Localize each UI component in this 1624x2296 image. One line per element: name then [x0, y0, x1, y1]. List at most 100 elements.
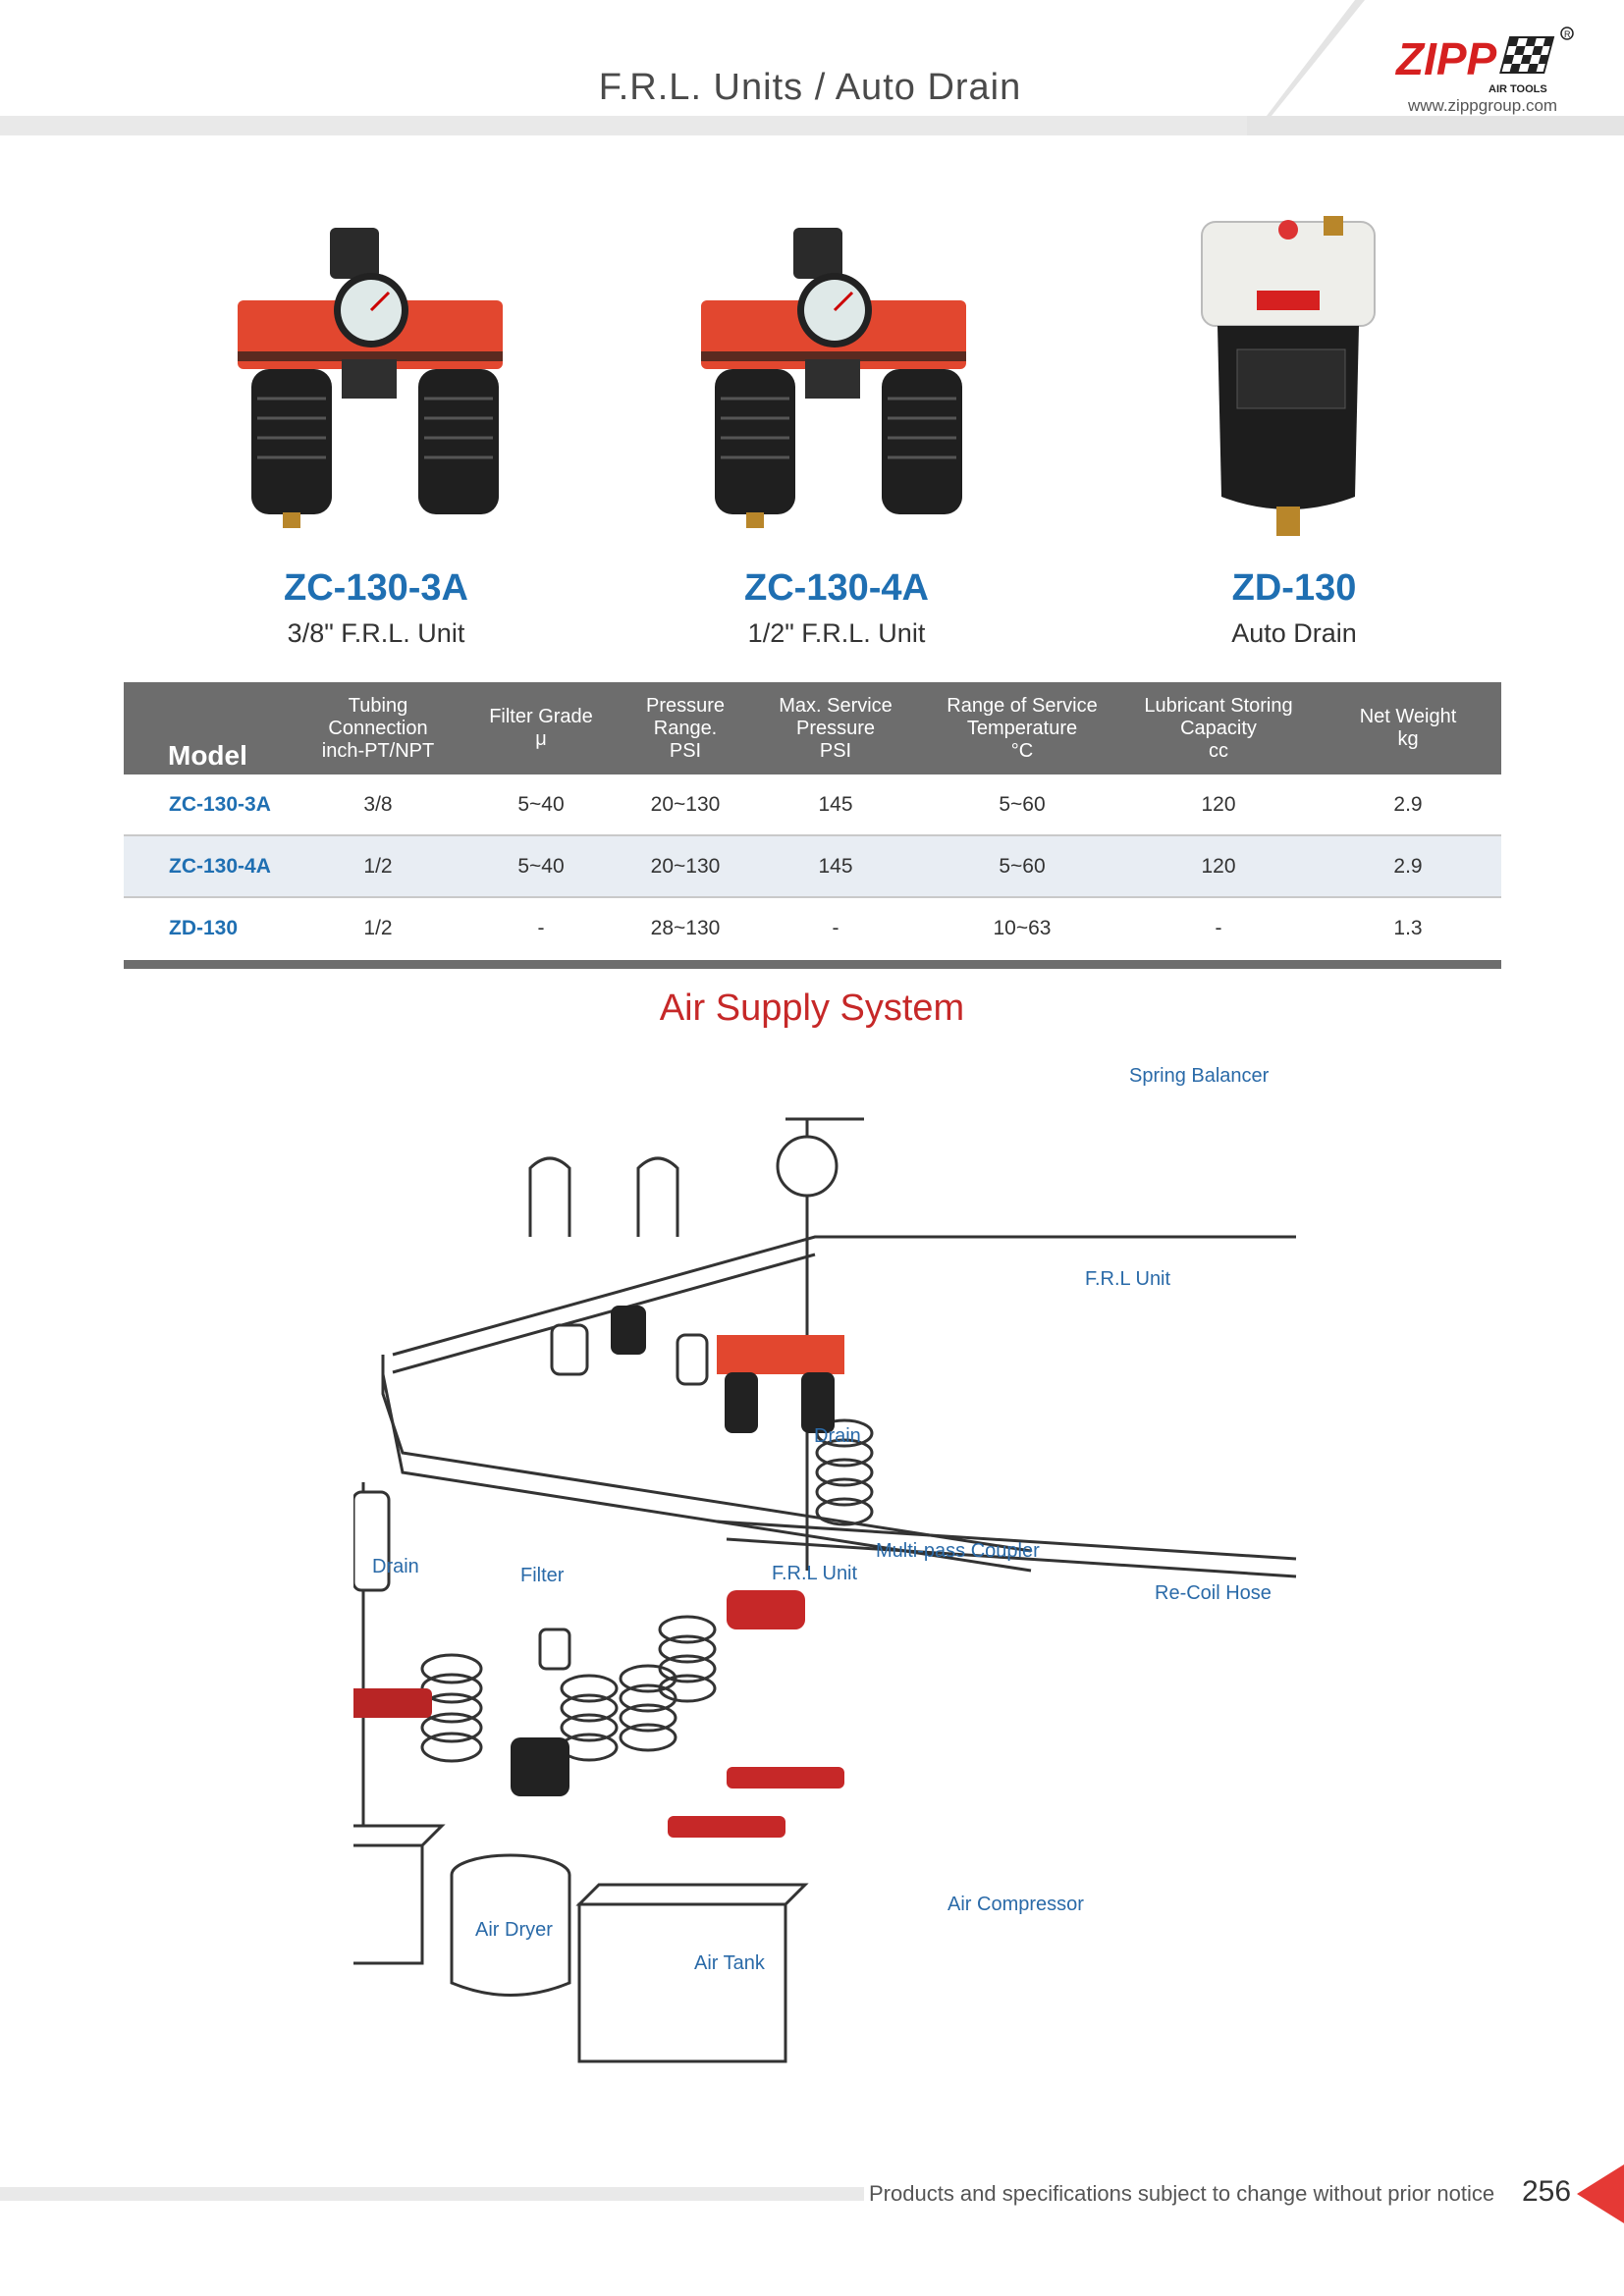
air-dryer-top: [353, 1824, 446, 1847]
diagram-components: [353, 1306, 844, 1671]
air-tools: [353, 1590, 844, 1838]
footer-band: [0, 2187, 864, 2201]
product-description: 3/8" F.R.L. Unit: [287, 618, 465, 648]
air-dryer: [353, 1843, 424, 1965]
col-header-line: Pressure: [645, 694, 726, 717]
col-header-line: Lubricant Storing: [1144, 694, 1293, 717]
cell-model: ZD-130: [169, 917, 239, 939]
cell: 20~130: [650, 855, 721, 878]
label-frl-unit-top: F.R.L Unit: [1085, 1268, 1171, 1290]
product-model: ZC-130-3A: [284, 567, 468, 609]
label-filter: Filter: [520, 1565, 565, 1586]
air-compressor-top: [575, 1883, 809, 1906]
col-header-line: Capacity: [1180, 717, 1257, 739]
label-recoil-hose: Re-Coil Hose: [1155, 1582, 1272, 1604]
table-row: ZD-130 1/2 - 28~130 - 10~63 - 1.3: [124, 898, 1501, 960]
col-header-line: Pressure: [795, 717, 876, 739]
cell: 20~130: [650, 793, 721, 816]
spring-balancer-shape: [776, 1135, 839, 1198]
label-air-tank: Air Tank: [694, 1952, 765, 1974]
website-url: www.zippgroup.com: [1407, 96, 1558, 115]
cell-model: ZC-130-3A: [169, 793, 271, 816]
cell: 5~60: [999, 855, 1046, 878]
label-drain-center: Drain: [814, 1425, 861, 1447]
col-header-line: Range.: [653, 717, 718, 739]
cell-model: ZC-130-4A: [169, 855, 271, 878]
label-air-dryer: Air Dryer: [475, 1919, 553, 1941]
cell: 120: [1201, 793, 1236, 816]
section-title: Air Supply System: [659, 988, 965, 1029]
table-row: ZC-130-3A 3/8 5~40 20~130 145 5~60 120 2…: [124, 774, 1501, 836]
brand-logo: ZIPP R AIR TOOLS: [1394, 27, 1574, 95]
riser-1: [528, 1156, 571, 1237]
col-header-line: Connection: [328, 717, 428, 739]
cell: 1/2: [363, 917, 393, 939]
cell: 10~63: [993, 917, 1052, 939]
label-multipass-coupler: Multi-pass Coupler: [876, 1540, 1040, 1562]
col-header-line: Net Weight: [1359, 706, 1457, 727]
label-spring-balancer: Spring Balancer: [1129, 1065, 1270, 1087]
cell: 3/8: [363, 793, 393, 816]
air-supply-diagram: [353, 1117, 1297, 2063]
footer-notice: Products and specifications subject to c…: [869, 2181, 1495, 2206]
riser-2: [636, 1156, 679, 1237]
auto-drain-icon: [1201, 216, 1376, 536]
col-header: Model: [168, 740, 247, 771]
label-drain-left: Drain: [372, 1556, 419, 1577]
page-number: 256: [1522, 2175, 1572, 2208]
col-header-line: °C: [1010, 739, 1034, 762]
col-header-line: μ: [535, 728, 547, 750]
cell: 1/2: [363, 855, 393, 878]
col-header-line: Max. Service: [779, 694, 893, 717]
product-model: ZC-130-4A: [744, 567, 929, 609]
cell: 5~40: [517, 793, 565, 816]
product-description: 1/2" F.R.L. Unit: [747, 618, 926, 648]
col-header-line: cc: [1209, 739, 1228, 762]
label-frl-unit-mid: F.R.L Unit: [772, 1563, 858, 1584]
cell: 5~60: [999, 793, 1046, 816]
cell: -: [537, 917, 545, 939]
air-compressor: [577, 1902, 787, 2063]
frl-unit-icon: [238, 228, 503, 528]
air-tank: [450, 1875, 571, 1997]
col-header-line: PSI: [669, 739, 702, 762]
col-header-line: kg: [1397, 728, 1419, 750]
page-title: F.R.L. Units / Auto Drain: [598, 67, 1022, 108]
svg-text:ZIPP: ZIPP: [1394, 33, 1497, 84]
label-air-compressor: Air Compressor: [947, 1894, 1084, 1915]
table-row: ZC-130-4A 1/2 5~40 20~130 145 5~60 120 2…: [124, 836, 1501, 898]
page-marker-icon: [1577, 2164, 1624, 2223]
main-pipe-top: [392, 1235, 1296, 1357]
cell: 2.9: [1393, 793, 1423, 816]
col-header-line: PSI: [819, 739, 852, 762]
header-corner: [1247, 0, 1624, 135]
col-header-line: Range of Service: [947, 694, 1098, 717]
recoil-hose-coils: [420, 1418, 874, 1763]
main-pipe-middle: [381, 1355, 1032, 1553]
col-header-line: Filter Grade: [489, 706, 593, 727]
frl-unit-icon: [701, 228, 966, 528]
cell: 5~40: [517, 855, 565, 878]
cell: -: [832, 917, 839, 939]
product-description: Auto Drain: [1231, 618, 1357, 648]
col-header-line: Tubing: [348, 694, 408, 717]
cell: 28~130: [650, 917, 721, 939]
cell: 2.9: [1393, 855, 1423, 878]
cell: -: [1215, 917, 1222, 939]
cell: 1.3: [1393, 917, 1423, 939]
svg-text:AIR TOOLS: AIR TOOLS: [1489, 83, 1547, 95]
table-bottom-rule: [124, 960, 1501, 969]
col-header-line: Temperature: [966, 717, 1078, 739]
product-model: ZD-130: [1231, 567, 1357, 609]
cell: 145: [818, 793, 853, 816]
header-band: [0, 116, 1624, 135]
